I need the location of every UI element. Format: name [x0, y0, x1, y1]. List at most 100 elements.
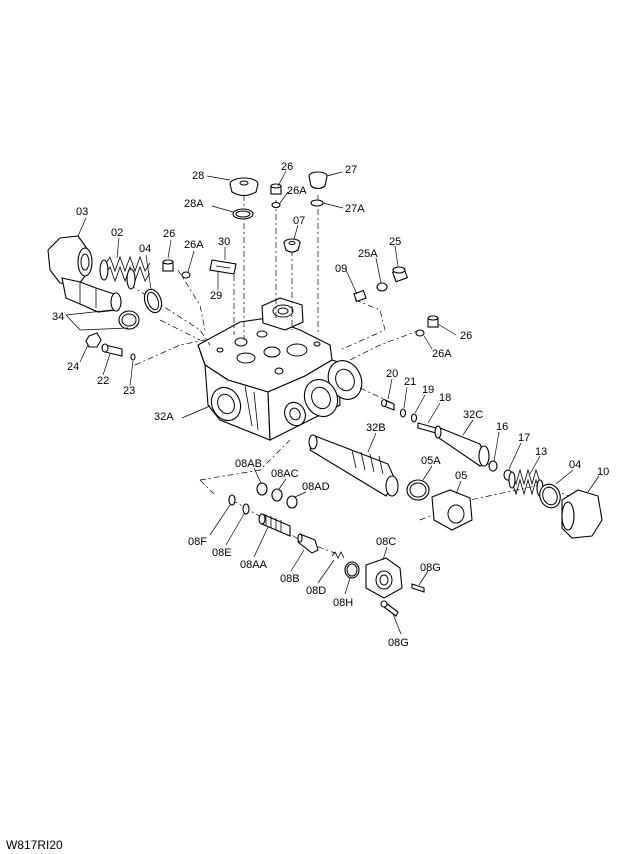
label-03: 03 [76, 206, 88, 218]
part-03-cap-nut [47, 235, 93, 286]
label-05a: 05A [421, 455, 441, 467]
label-13: 13 [535, 446, 547, 458]
label-24: 24 [67, 361, 79, 373]
label-32a: 32A [154, 411, 174, 423]
label-07: 07 [293, 215, 305, 227]
label-25a: 25A [358, 248, 378, 260]
part-labels: 28 26 26A 27 28A 27A 07 03 02 26 04 26A … [52, 161, 609, 649]
part-16-oring [488, 460, 498, 472]
label-34: 34 [52, 311, 64, 323]
part-10-cap [561, 489, 603, 539]
part-18-pin [417, 422, 437, 434]
leader-lines [65, 170, 600, 635]
part-25-plug [391, 266, 409, 283]
part-05-cap [431, 489, 473, 531]
part-08g-screw-lower [380, 600, 399, 617]
part-13-spring [508, 468, 544, 497]
part-08g-screw-upper [411, 583, 425, 593]
label-23: 23 [123, 385, 135, 397]
part-07-fitting [283, 238, 301, 253]
label-08ab: 08AB [235, 458, 262, 470]
part-08aa-sleeve [258, 513, 291, 537]
label-27: 27 [345, 164, 357, 176]
label-25: 25 [389, 236, 401, 248]
label-02: 02 [111, 227, 123, 239]
part-26a-oring-left [181, 271, 191, 279]
part-04-oring-left [143, 288, 163, 314]
label-16: 16 [496, 421, 508, 433]
label-28: 28 [192, 170, 204, 182]
part-25a-oring [376, 282, 388, 292]
part-28-plug [229, 177, 259, 197]
part-30-plate [209, 259, 237, 275]
part-08c-housing [365, 557, 403, 599]
label-26-right: 26 [460, 330, 472, 342]
part-08ad-oring [286, 495, 298, 509]
part-04-oring-right [539, 483, 561, 509]
label-26a-top: 26A [287, 185, 307, 197]
label-20: 20 [386, 368, 398, 380]
label-30: 30 [218, 236, 230, 248]
label-26-left: 26 [163, 228, 175, 240]
label-08ad: 08AD [302, 481, 330, 493]
label-17: 17 [518, 432, 530, 444]
label-27a: 27A [345, 203, 365, 215]
part-08e-oring [242, 503, 250, 515]
label-26-top: 26 [281, 161, 293, 173]
label-26a-left: 26A [184, 239, 204, 251]
part-24-nut [85, 332, 102, 348]
label-22: 22 [97, 375, 109, 387]
part-32b-spool [308, 434, 399, 497]
part-23-oring [130, 353, 136, 361]
label-04-right: 04 [569, 459, 581, 471]
label-08h: 08H [333, 597, 353, 609]
part-08ac-oring [271, 488, 283, 502]
drawing-code: W817RI20 [6, 838, 63, 852]
part-28a-oring [232, 208, 254, 220]
part-22-pin [101, 343, 123, 357]
label-08f: 08F [188, 536, 207, 548]
part-26-plug-left [162, 259, 174, 272]
part-26a-oring-top [271, 201, 281, 209]
label-32c: 32C [463, 409, 483, 421]
label-32b: 32B [366, 422, 386, 434]
part-08f-oring [228, 494, 236, 506]
center-lines [129, 195, 581, 556]
part-34-relief-valve [61, 277, 122, 313]
label-04-left: 04 [139, 243, 151, 255]
label-19: 19 [422, 384, 434, 396]
part-26a-oring-right [415, 329, 425, 337]
part-08h-oring [344, 561, 360, 579]
part-32c-spool [434, 425, 490, 467]
part-21-oring [399, 408, 407, 418]
valve-body [197, 297, 363, 441]
part-09-plug [353, 289, 367, 303]
part-34-oring [118, 310, 140, 330]
part-08ab-oring [256, 482, 268, 496]
label-08aa: 08AA [240, 559, 268, 571]
part-27-plug [308, 171, 328, 190]
label-21: 21 [404, 376, 416, 388]
label-08c: 08C [376, 536, 396, 548]
part-02-spring [99, 255, 151, 290]
label-29: 29 [210, 290, 222, 302]
label-18: 18 [439, 392, 451, 404]
part-20-plug [380, 398, 395, 411]
label-26a-right: 26A [432, 348, 452, 360]
label-08g-upper: 08G [420, 562, 441, 574]
part-26-plug-top [270, 183, 282, 195]
label-08b: 08B [280, 573, 300, 585]
part-26-plug-right [427, 315, 439, 328]
label-08g-lower: 08G [388, 637, 409, 649]
label-08ac: 08AC [271, 468, 299, 480]
label-08d: 08D [306, 585, 326, 597]
label-10: 10 [597, 466, 609, 478]
label-08e: 08E [212, 547, 232, 559]
label-05: 05 [455, 470, 467, 482]
label-28a: 28A [184, 198, 204, 210]
part-08b-piston [297, 533, 319, 554]
part-08d-oring [331, 551, 345, 559]
part-05a-oring [406, 479, 430, 501]
part-19-oring [410, 413, 418, 423]
